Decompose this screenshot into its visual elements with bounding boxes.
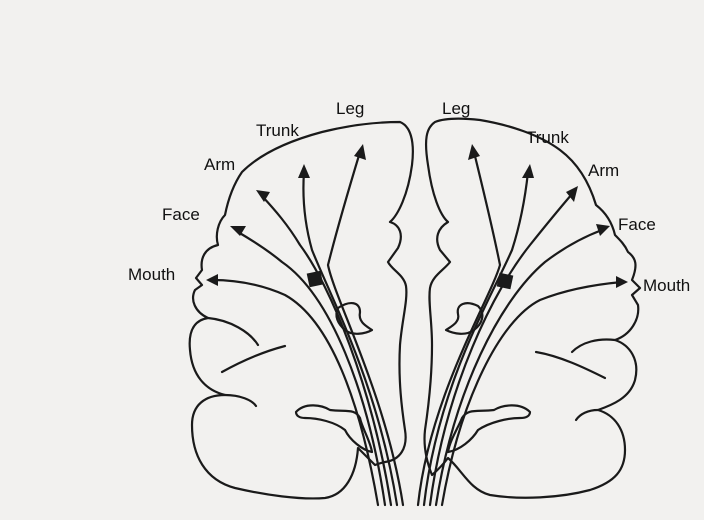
left-label-face: Face: [162, 205, 200, 224]
left-fiber-arm: [262, 196, 391, 505]
left-arrowhead-arm: [256, 190, 270, 202]
labels: Mouth Face Arm Trunk Leg Leg Trunk Arm F…: [128, 99, 690, 295]
left-internal-capsule-marker: [307, 271, 324, 288]
right-label-face: Face: [618, 215, 656, 234]
right-arrowhead-trunk: [522, 164, 534, 178]
left-sulcus-1: [208, 318, 258, 345]
right-sulcus-2: [576, 410, 598, 420]
right-internal-capsule-marker: [497, 273, 514, 290]
left-fiber-leg: [328, 152, 403, 505]
right-arrowhead-leg: [468, 144, 480, 160]
left-sulcus-3: [222, 346, 285, 372]
left-label-trunk: Trunk: [256, 121, 299, 140]
right-arrowhead-mouth: [616, 276, 628, 288]
right-label-mouth: Mouth: [643, 276, 690, 295]
right-fiber-mouth: [442, 282, 622, 505]
right-label-leg: Leg: [442, 99, 470, 118]
left-sulcus-2: [225, 395, 256, 406]
right-label-trunk: Trunk: [526, 128, 569, 147]
left-arrowhead-mouth: [206, 274, 218, 286]
left-fiber-trunk: [303, 172, 397, 505]
right-fiber-leg: [418, 152, 500, 505]
left-hemisphere: [190, 122, 413, 505]
right-arrowhead-face: [596, 224, 610, 236]
left-arrowhead-leg: [354, 144, 366, 160]
left-label-mouth: Mouth: [128, 265, 175, 284]
left-label-arm: Arm: [204, 155, 235, 174]
left-label-leg: Leg: [336, 99, 364, 118]
right-sulcus-1: [572, 340, 615, 353]
right-fiber-face: [436, 230, 602, 505]
right-sulcus-3: [536, 352, 605, 378]
right-label-arm: Arm: [588, 161, 619, 180]
left-arrowhead-trunk: [298, 164, 310, 178]
